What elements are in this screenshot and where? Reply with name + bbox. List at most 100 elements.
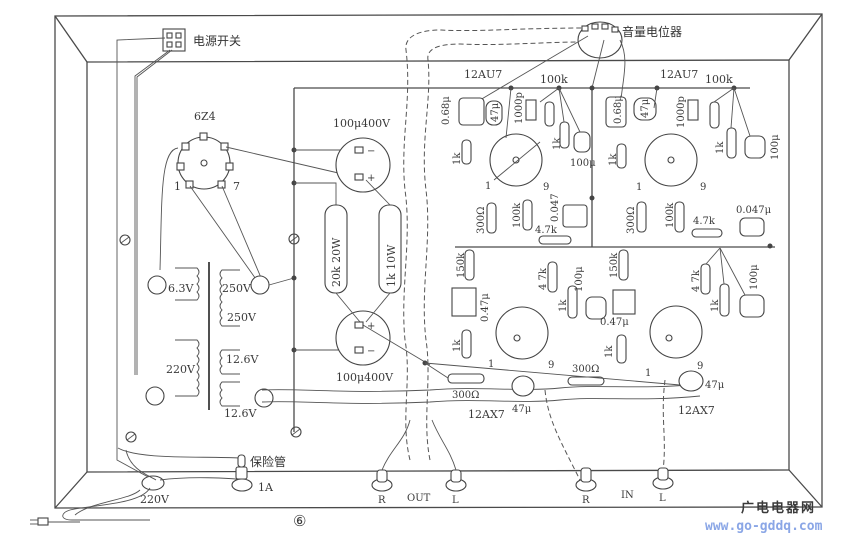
- pin-label: 1: [488, 359, 494, 370]
- component-label: 4.7k: [535, 225, 558, 236]
- pin-label: 9: [548, 360, 554, 371]
- pin-label: 9: [697, 361, 703, 372]
- output-jack-left: L: [445, 469, 467, 506]
- pin-label: 1: [636, 182, 642, 193]
- tube-label: 12AU7: [660, 68, 698, 81]
- figure-number: ⑥: [293, 512, 306, 530]
- tube-label: 12AX7: [678, 404, 715, 417]
- component-label: 1k: [558, 299, 569, 312]
- component-label: 1k: [604, 345, 615, 358]
- component-label: 47μ: [640, 98, 651, 118]
- pin-label: 1: [174, 180, 181, 193]
- screws: [119, 233, 302, 443]
- component-label: 150k: [609, 252, 620, 278]
- watermark-url: www.go-gddq.com: [705, 519, 823, 534]
- pin-label: 7: [233, 180, 240, 193]
- pin-label: 1: [645, 368, 651, 379]
- res-20k-label: 20k 20W: [330, 237, 343, 287]
- power-switch-body: [162, 28, 186, 52]
- xfmr-6v3-label: 6.3V: [168, 282, 194, 295]
- output-label: OUT: [407, 493, 431, 504]
- jack-label: R: [378, 495, 386, 506]
- pin-label: 9: [700, 182, 706, 193]
- resistor-20k-20w: 20k 20W: [324, 204, 361, 323]
- volume-potentiometer: 音量电位器: [479, 21, 682, 111]
- pin-label: 1: [485, 181, 491, 192]
- res-1k-label: 1k 10W: [385, 244, 398, 287]
- shielded-cables: [261, 27, 701, 481]
- filter-capacitor-top: − + 100μ400V: [333, 117, 391, 193]
- component-label: 100k: [665, 202, 676, 228]
- watermark-char: 器: [785, 501, 800, 516]
- input-jack-right: R: [575, 467, 597, 506]
- filter-cap-label: 100μ400V: [333, 117, 391, 130]
- xfmr-12v6-label: 12.6V: [226, 353, 259, 366]
- power-cord: [30, 487, 151, 526]
- component-label: 1k: [452, 152, 463, 165]
- component-label: 100k: [705, 73, 733, 86]
- component-label: 1k: [552, 137, 563, 150]
- xfmr-250v-label: 250V: [227, 311, 257, 324]
- component-label: 47μ: [512, 404, 532, 415]
- tube-label: 12AX7: [468, 408, 505, 421]
- front-panel: 220V 保险管 1A R OUT L: [30, 419, 674, 526]
- filter-cap-label: 100μ400V: [336, 371, 394, 384]
- tube-label: 12AU7: [464, 68, 502, 81]
- filter-capacitor-bottom: + − 100μ400V: [335, 310, 431, 384]
- component-label: 0.047: [550, 193, 561, 222]
- component-label: 4 7k: [691, 269, 702, 292]
- component-label: 300Ω: [572, 364, 599, 375]
- power-switch-label: 电源开关: [193, 34, 241, 48]
- input-label: IN: [621, 490, 634, 501]
- fuse-label: 保险管: [250, 454, 286, 469]
- watermark-char: 电: [771, 500, 784, 516]
- component-label: 1k: [710, 299, 721, 312]
- component-label: 300Ω: [626, 207, 637, 234]
- watermark-char: 网: [801, 501, 814, 516]
- fuse-holder: 保险管 1A: [231, 454, 286, 494]
- jack-label: R: [582, 495, 590, 506]
- xfmr-220v-label: 220V: [166, 363, 196, 376]
- component-label: 1k: [715, 141, 726, 154]
- stage-12ax7-left: 150k 0.47μ 4 7k 1k 100μ 1k 1 9 300Ω 300Ω…: [422, 249, 681, 421]
- input-jack-left: L: [652, 467, 674, 504]
- chassis-corner-tr: [788, 13, 823, 61]
- component-label: 100μ: [574, 266, 585, 292]
- stage-12au7-right: 12AU7 100k 0.68μ 47μ 1000p 1k 100μ 1k 1 …: [605, 68, 781, 238]
- jack-label: L: [659, 493, 666, 504]
- watermark-char: 广: [741, 500, 754, 516]
- jack-label: L: [452, 495, 459, 506]
- component-label: 300Ω: [476, 207, 487, 234]
- component-label: 0.68μ: [613, 95, 624, 124]
- component-label: 0.47μ: [480, 293, 491, 322]
- component-label: 47μ: [490, 102, 501, 122]
- chassis-corner-tl: [54, 15, 88, 63]
- mains-inlet: [141, 475, 165, 491]
- component-label: 1000p: [514, 92, 525, 124]
- watermark-char: 电: [756, 500, 769, 516]
- resistor-1k-10w: 1k 10W: [365, 179, 402, 323]
- component-label: 0.047μ: [736, 205, 772, 216]
- pin-label: 9: [543, 182, 549, 193]
- xfmr-12v6-label: 12.6V: [224, 407, 257, 420]
- power-switch: 电源开关: [116, 28, 241, 479]
- component-label: 0.47μ: [600, 317, 629, 328]
- rectifier-tube-label: 6Z4: [194, 110, 216, 123]
- component-label: 0.68μ: [441, 96, 452, 125]
- svg-text:−: −: [367, 146, 375, 157]
- chassis: [54, 13, 823, 509]
- component-label: 150k: [456, 252, 467, 278]
- output-jack-right: R: [371, 469, 393, 506]
- svg-text:−: −: [367, 346, 375, 357]
- component-label: 4 7k: [538, 267, 549, 290]
- fuse-rating-label: 1A: [258, 481, 274, 494]
- component-label: 100k: [540, 73, 568, 86]
- component-label: 100μ: [770, 134, 781, 160]
- component-label: 47μ: [705, 380, 725, 391]
- component-label: 100k: [512, 202, 523, 228]
- xfmr-250v-label: 250V: [222, 282, 252, 295]
- component-label: 1000p: [676, 96, 687, 128]
- stage-12au7-left: 12AU7 100k 0.68μ 47μ 1000p 1k 100μ 1k 1 …: [441, 68, 596, 245]
- stage-12ax7-right: 150k 0.47μ 4 7k 1k 100μ 1k 1 9 47μ 12AX7: [600, 247, 765, 417]
- svg-text:+: +: [367, 321, 375, 332]
